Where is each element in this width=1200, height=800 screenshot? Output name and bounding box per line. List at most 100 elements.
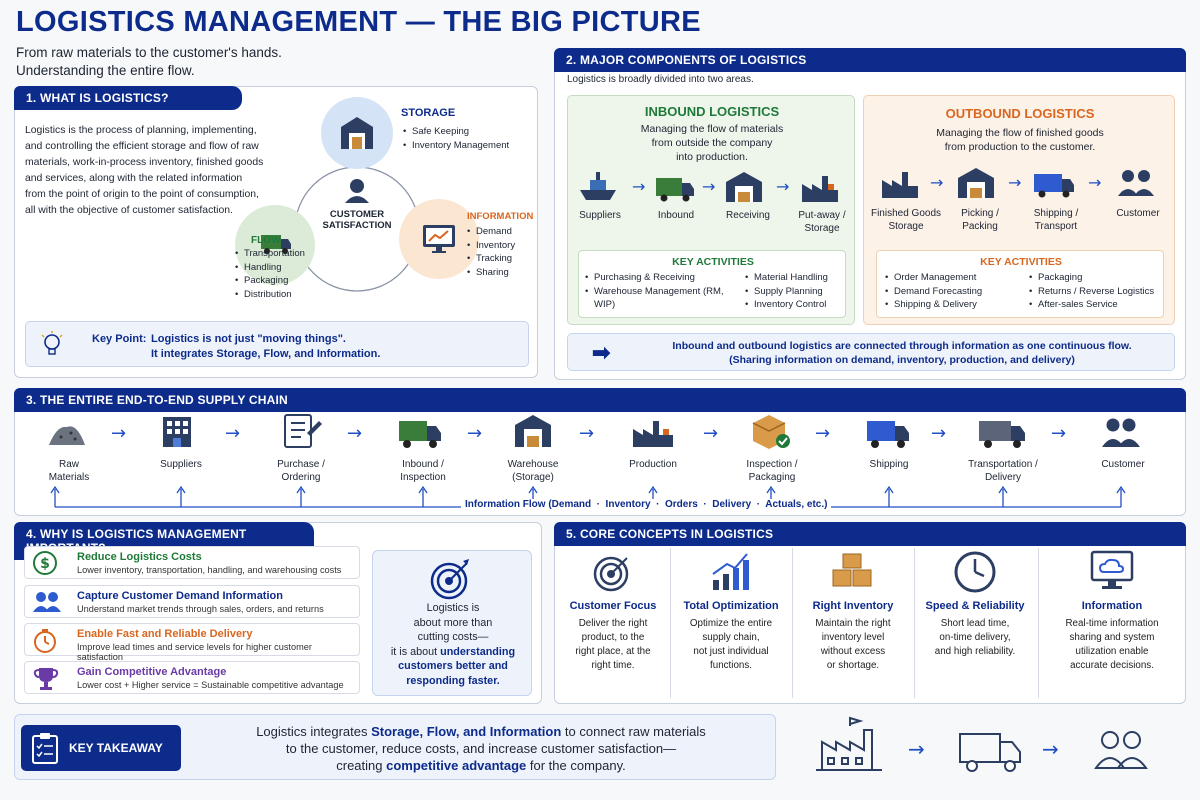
storage-list: Safe Keeping Inventory Management: [403, 125, 513, 152]
chain-step-9: Transportation /Delivery: [968, 459, 1038, 483]
inbound-activities-right: Material Handling Supply Planning Invent…: [745, 271, 845, 312]
warehouse-icon: [958, 168, 994, 198]
arrow-icon: →: [1008, 173, 1021, 192]
target-icon: [430, 559, 469, 600]
inbound-panel: INBOUND LOGISTICS Managing the flow of m…: [567, 95, 855, 325]
checklist-icon: [284, 414, 322, 448]
chain-step-7: Inspection /Packaging: [746, 459, 798, 483]
outbound-step-customer: Customer: [1116, 208, 1160, 219]
inbound-description: Managing the flow of materials from outs…: [640, 123, 784, 163]
outbound-panel: OUTBOUND LOGISTICS Managing the flow of …: [863, 95, 1175, 325]
office-building-icon: [163, 417, 191, 447]
supply-chain-icons: → → → → → → → → →: [49, 414, 1140, 449]
inbound-step-inbound: Inbound: [657, 210, 695, 221]
flow-list: Transportation Handling Packaging Distri…: [235, 247, 335, 301]
arrow-icon: →: [1088, 173, 1101, 192]
inbound-activities: KEY ACTIVITIES Purchasing & Receiving Wa…: [578, 250, 846, 318]
section-3-heading: 3. THE ENTIRE END-TO-END SUPPLY CHAIN: [14, 388, 1186, 412]
section-1-heading: 1. WHAT IS LOGISTICS?: [14, 86, 242, 110]
inbound-step-putaway: Put-away / Storage: [798, 210, 846, 234]
arrow-icon: →: [908, 737, 925, 761]
section-supply-chain: 3. THE ENTIRE END-TO-END SUPPLY CHAIN → …: [14, 388, 1186, 516]
key-point-line-2: It integrates Storage, Flow, and Informa…: [151, 348, 381, 360]
arrow-icon: →: [579, 423, 594, 444]
dollar-icon: $: [33, 551, 57, 575]
key-takeaway-box: KEY TAKEAWAY Logistics integrates Storag…: [14, 714, 776, 780]
arrow-icon: →: [1042, 737, 1059, 761]
lightbulb-icon: [41, 331, 63, 355]
divider: [914, 548, 915, 698]
outbound-step-finished-goods: Finished Goods Storage: [870, 208, 942, 232]
outbound-activities-left: Order Management Demand Forecasting Ship…: [885, 271, 1025, 312]
information-list: Demand Inventory Tracking Sharing: [467, 225, 537, 279]
why-callout-text: Logistics is about more than cutting cos…: [390, 602, 516, 687]
outbound-title: OUTBOUND LOGISTICS: [945, 106, 1095, 121]
warehouse-icon: [341, 117, 373, 149]
arrow-icon: →: [347, 423, 362, 444]
inbound-activities-title: KEY ACTIVITIES: [672, 256, 754, 268]
customers-outline-icon: [1094, 731, 1148, 769]
arrow-icon: →: [930, 173, 943, 192]
section-what-is-logistics: 1. WHAT IS LOGISTICS? Logistics is the p…: [14, 86, 538, 378]
customers-icon: [1102, 418, 1140, 447]
arrow-icon: →: [225, 423, 240, 444]
ship-icon: [580, 172, 616, 200]
why-item-competitive-advantage: Gain Competitive Advantage Lower cost + …: [24, 661, 360, 694]
people-icon: [33, 592, 61, 612]
why-item-reduce-costs: $ Reduce Logistics Costs Lower inventory…: [24, 546, 360, 579]
outbound-description: Managing the flow of finished goods from…: [936, 127, 1104, 153]
outbound-activities: KEY ACTIVITIES Order Management Demand F…: [876, 250, 1164, 318]
why-callout: Logistics is about more than cutting cos…: [372, 550, 532, 696]
chain-step-10: Customer: [1101, 459, 1145, 470]
truck-icon: [867, 421, 909, 448]
outbound-step-shipping: Shipping / Transport: [1033, 208, 1079, 232]
chain-step-8: Shipping: [869, 459, 909, 470]
inbound-step-receiving: Receiving: [726, 210, 770, 221]
arrow-icon: →: [467, 423, 482, 444]
inbound-flow-icons: → → →: [580, 172, 838, 202]
package-check-icon: [752, 415, 790, 449]
flow-title: FLOW: [251, 235, 281, 246]
chain-step-6: Production: [629, 459, 677, 470]
logistics-definition: Logistics is the process of planning, im…: [25, 125, 264, 216]
divider: [670, 548, 671, 698]
chain-step-5: Warehouse(Storage): [507, 459, 559, 483]
truck-icon: [399, 421, 441, 448]
section-2-heading: 2. MAJOR COMPONENTS OF LOGISTICS: [554, 48, 1186, 72]
customer-icon: [345, 179, 369, 203]
factory-outline-icon: [816, 716, 882, 771]
arrow-right-icon: ➡: [592, 340, 611, 365]
arrow-icon: →: [1051, 423, 1066, 444]
outbound-step-picking: Picking / Packing: [961, 208, 999, 232]
truck-icon: [1034, 174, 1074, 198]
connection-note: ➡ Inbound and outbound logistics are con…: [567, 333, 1175, 371]
key-takeaway-text: Logistics integrates Storage, Flow, and …: [256, 724, 706, 773]
why-item-demand-info: Capture Customer Demand Information Unde…: [24, 585, 360, 618]
factory-icon: [633, 421, 673, 447]
clipboard-icon: [32, 733, 58, 764]
footer-flow-icons: → →: [816, 716, 1148, 772]
key-takeaway-badge: KEY TAKEAWAY: [21, 725, 181, 771]
customers-icon: [1118, 170, 1154, 196]
section-core-concepts: 5. CORE CONCEPTS IN LOGISTICS: [554, 522, 1186, 704]
key-point-label: Key Point:: [92, 333, 147, 345]
monitor-chart-icon: [423, 225, 455, 253]
chain-step-4: Inbound /Inspection: [400, 459, 446, 483]
factory-icon: [802, 176, 838, 202]
outbound-activities-title: KEY ACTIVITIES: [980, 256, 1062, 268]
key-point-line-1: Logistics is not just "moving things".: [151, 333, 346, 345]
components-intro: Logistics is broadly divided into two ar…: [567, 74, 754, 85]
concept-speed-reliability: Speed & Reliability Short lead time,on-t…: [920, 550, 1030, 659]
inbound-step-suppliers: Suppliers: [579, 210, 621, 221]
trophy-icon: [33, 668, 59, 690]
customer-satisfaction-label: CUSTOMER SATISFACTION: [322, 209, 392, 231]
key-point-box: Key Point: Logistics is not just "moving…: [25, 321, 529, 367]
why-item-fast-delivery: Enable Fast and Reliable Delivery Improv…: [24, 623, 360, 662]
divider: [792, 548, 793, 698]
arrow-icon: →: [776, 177, 789, 196]
connection-note-text: Inbound and outbound logistics are conne…: [672, 340, 1132, 366]
chain-step-3: Purchase /Ordering: [277, 459, 325, 483]
